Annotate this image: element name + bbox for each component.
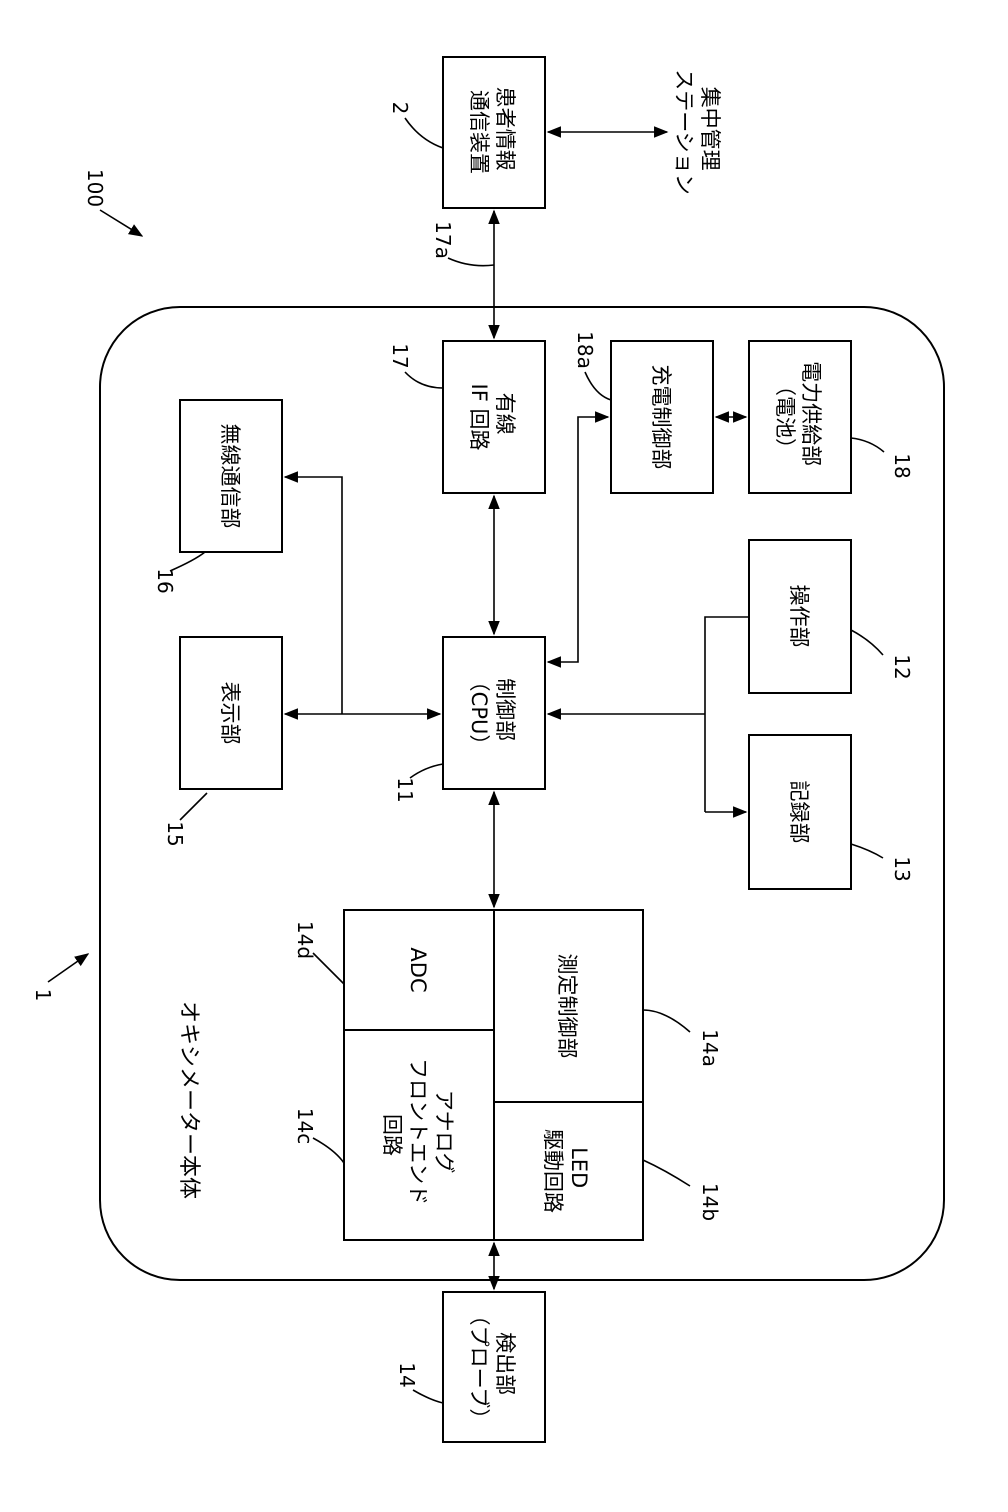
adc-text: ADC [406, 947, 430, 992]
ref-14: 14 [395, 1362, 419, 1387]
ref-11: 11 [393, 777, 417, 802]
ref-14c: 14c [293, 1108, 317, 1144]
ref-15: 15 [163, 821, 187, 846]
display-text: 表示部 [218, 682, 242, 745]
ref-18: 18 [890, 453, 914, 478]
ref-17: 17 [388, 343, 412, 368]
ref-12: 12 [890, 654, 914, 679]
record-text: 記録部 [787, 781, 811, 844]
ref-14d: 14d [293, 921, 317, 959]
ref-17a: 17a [431, 221, 455, 259]
ref-13: 13 [890, 856, 914, 881]
charge-ctrl-text: 充電制御部 [649, 365, 673, 470]
ref-14a: 14a [698, 1029, 722, 1067]
main-body-label: オキシメーター本体 [176, 1001, 201, 1199]
wireless-text: 無線通信部 [218, 424, 242, 529]
ref-1: 1 [31, 989, 55, 1002]
operation-text: 操作部 [787, 585, 811, 648]
ref-16: 16 [153, 568, 177, 593]
central-station-text: 集中管理 ステーション [672, 69, 722, 195]
meas-ctrl-text: 測定制御部 [555, 954, 579, 1059]
ref-2: 2 [388, 102, 412, 115]
ref-18a: 18a [573, 331, 597, 369]
ref-14b: 14b [698, 1183, 722, 1221]
ref-100: 100 [83, 169, 107, 207]
